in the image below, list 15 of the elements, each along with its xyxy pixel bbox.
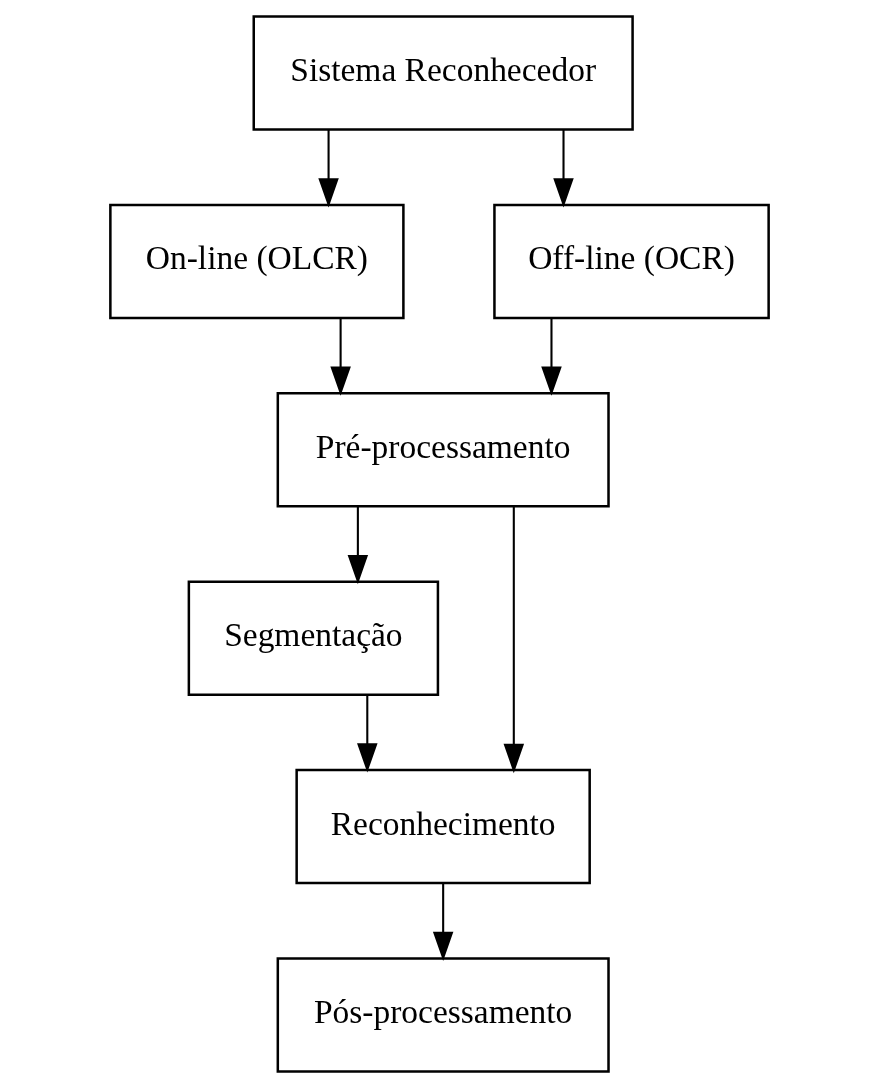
arrow <box>552 129 574 208</box>
arrow <box>356 694 378 773</box>
node-box: Segmentação <box>187 580 439 696</box>
arrow <box>503 507 524 774</box>
node-box: Pós-processamento <box>276 957 610 1073</box>
arrow <box>347 506 368 585</box>
node-box: Sistema Reconhecedor <box>252 15 634 131</box>
arrow <box>432 883 453 961</box>
node-box: Reconhecimento <box>294 768 591 885</box>
arrow <box>317 129 339 208</box>
arrow <box>329 317 351 396</box>
node-box: Pré-processamento <box>276 392 610 508</box>
node-box: Off-line (OCR) <box>492 203 770 320</box>
node-box: On-line (OLCR) <box>108 203 405 320</box>
arrow <box>540 317 562 396</box>
